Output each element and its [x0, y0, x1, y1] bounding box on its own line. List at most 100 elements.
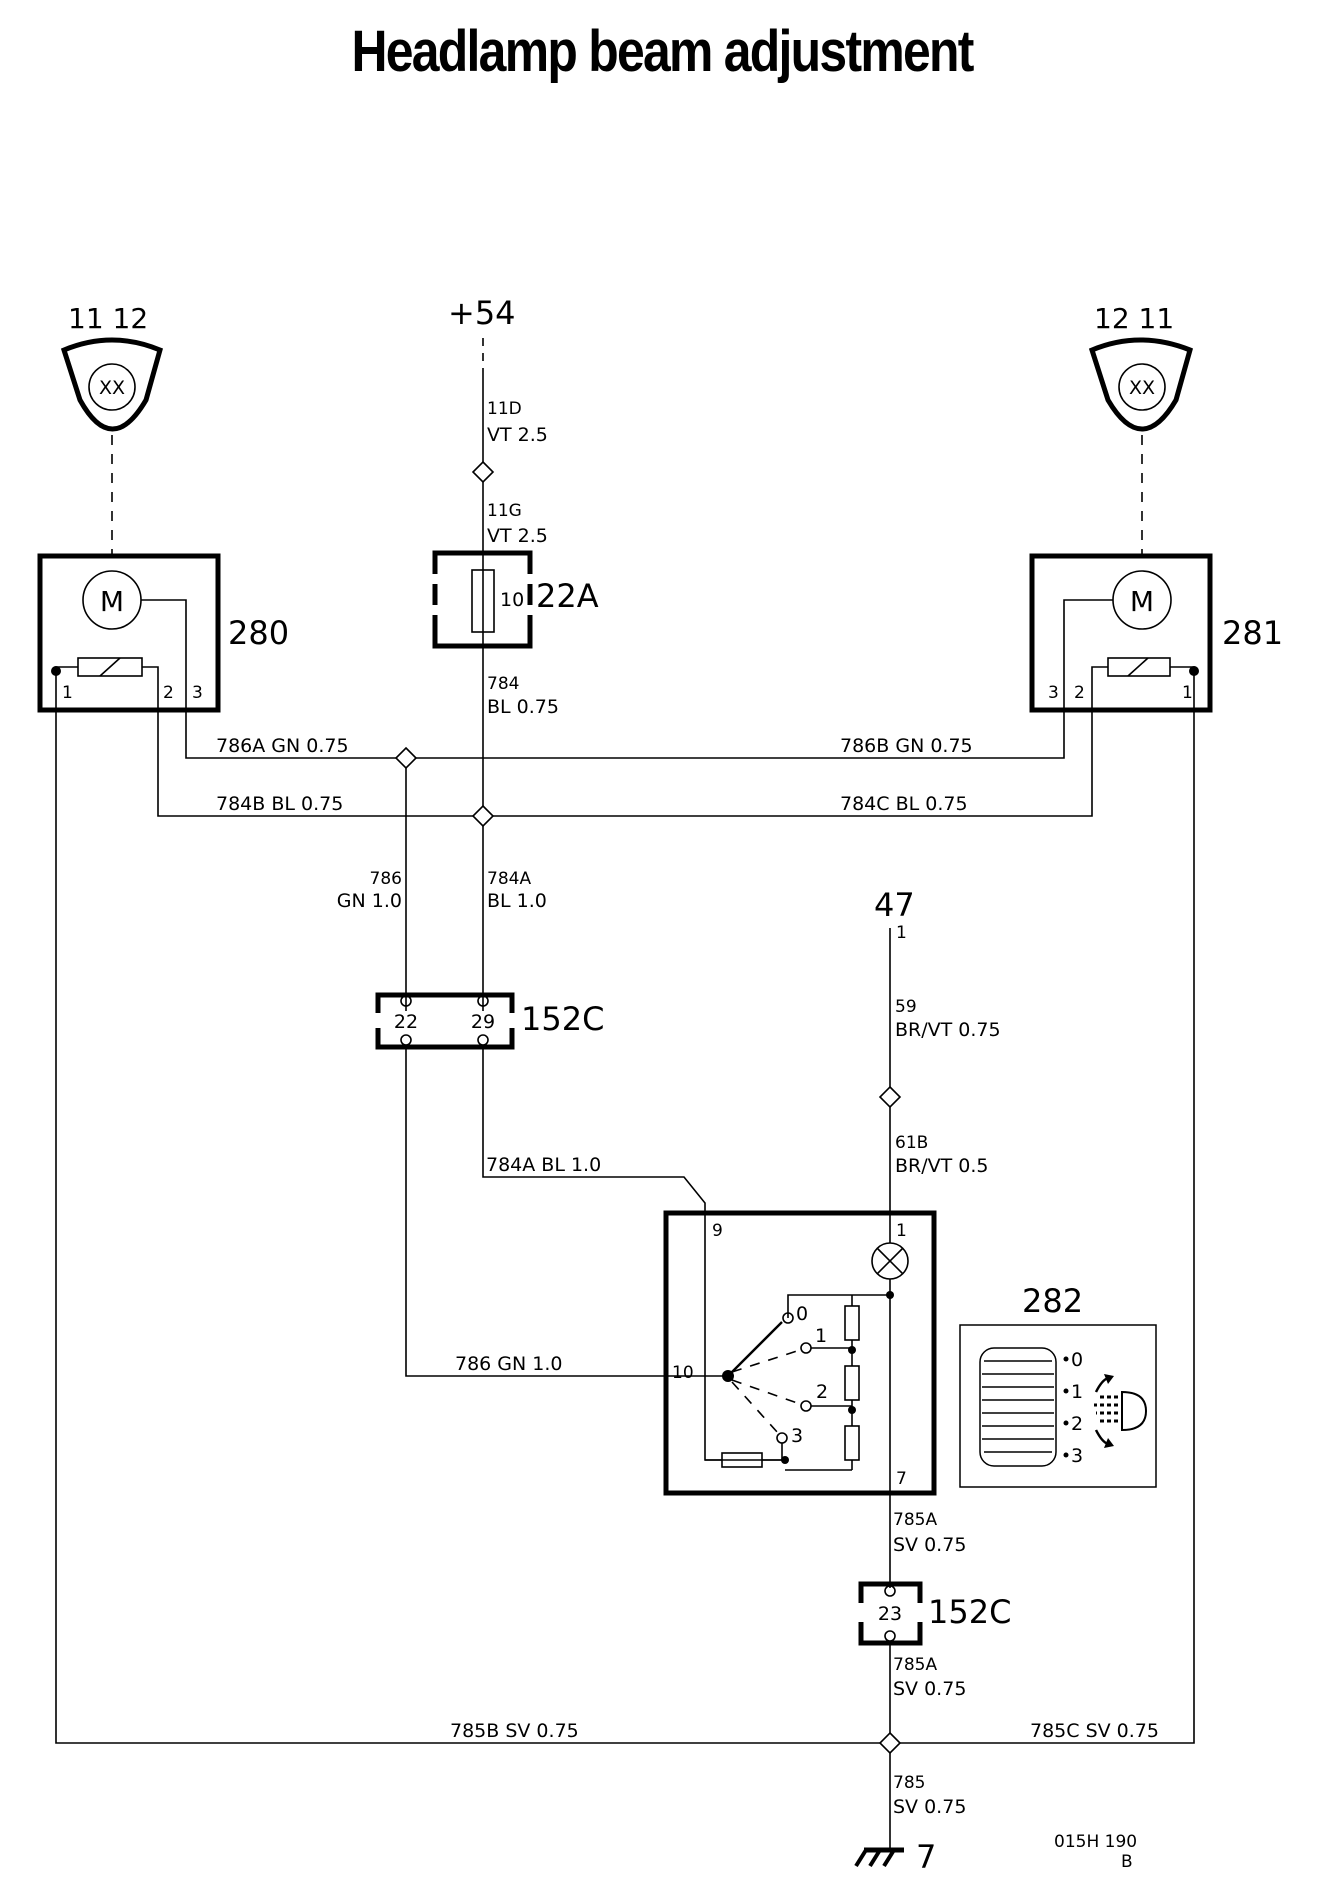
switch-pin1: 1 — [896, 1221, 907, 1241]
ground-label: 7 — [916, 1838, 936, 1876]
wire-784-spec: BL 0.75 — [487, 696, 559, 718]
connector-pin-23: 23 — [878, 1603, 902, 1625]
beam-control-282: 282 0 1 2 3 — [959, 1282, 1157, 1488]
splice-icon — [878, 1731, 902, 1755]
wire-784b — [157, 710, 473, 817]
wire-784c — [493, 710, 1093, 817]
wire-785c — [900, 675, 1195, 1744]
page-title: Headlamp beam adjustment — [351, 19, 974, 84]
wire-11g-spec: VT 2.5 — [487, 525, 548, 547]
headlamp-left-symbol: XX — [99, 377, 125, 399]
wire-784b-label: 784B BL 0.75 — [216, 793, 343, 815]
control-pos0: 0 — [1071, 1349, 1083, 1371]
motor-280-ref: 280 — [228, 614, 289, 652]
bulb-icon — [1118, 363, 1166, 411]
splice-icon — [471, 460, 495, 484]
switch-pin10: 10 — [672, 1363, 694, 1383]
switch-pin7: 7 — [896, 1469, 907, 1489]
wire-11d-spec: VT 2.5 — [487, 424, 548, 446]
splice-icon — [878, 1085, 902, 1109]
wire-784a-id: 784A — [487, 869, 531, 889]
headlight-beam-icon — [1094, 1374, 1148, 1448]
wire-786a-label: 786A GN 0.75 — [216, 735, 349, 757]
splice-icon — [471, 804, 495, 828]
wire-786a — [185, 710, 396, 759]
wire-59-id: 59 — [895, 997, 917, 1017]
bulb-icon — [88, 363, 136, 411]
motor-280: M 1 2 3 280 — [37, 553, 289, 713]
motor-281-pin1: 1 — [1182, 683, 1193, 703]
motor-280-symbol: M — [100, 585, 124, 618]
switch-wiper — [727, 1321, 783, 1377]
fuse-22a: 10 22A — [432, 550, 599, 649]
wire-784a-run — [482, 1047, 785, 1461]
wire-784-id: 784 — [487, 674, 519, 694]
wire-61b-spec: BR/VT 0.5 — [895, 1155, 989, 1177]
wire-786-run-label: 786 GN 1.0 — [455, 1353, 563, 1375]
wire-11d-id: 11D — [487, 399, 522, 419]
connector-pin-22: 22 — [394, 1011, 418, 1033]
ground-icon — [854, 1847, 904, 1868]
fuse-ref: 22A — [536, 577, 599, 615]
switch-pin9: 9 — [712, 1221, 723, 1241]
wire-785a-spec: SV 0.75 — [893, 1534, 966, 1556]
wire-786b-label: 786B GN 0.75 — [840, 735, 973, 757]
wire-785a-lower-spec: SV 0.75 — [893, 1678, 966, 1700]
motor-281-pin2: 2 — [1074, 683, 1085, 703]
motor-280-pin2: 2 — [163, 683, 174, 703]
control-282-ref: 282 — [1022, 1282, 1083, 1320]
headlamp-right-symbol: XX — [1129, 377, 1155, 399]
wire-785b-label: 785B SV 0.75 — [450, 1720, 579, 1742]
wire-785-id: 785 — [893, 1773, 925, 1793]
drawing-revision: B — [1121, 1852, 1133, 1872]
drawing-code: 015H 190 — [1054, 1832, 1137, 1852]
headlamp-right: 12 11 XX — [1088, 302, 1194, 432]
wire-786-id: 786 — [370, 869, 402, 889]
switch-pos1: 1 — [815, 1325, 827, 1347]
headlamp-left: 11 12 XX — [60, 302, 164, 432]
wire-786-spec: GN 1.0 — [337, 890, 402, 912]
motor-280-pin1: 1 — [62, 683, 73, 703]
control-pos1: 1 — [1071, 1381, 1083, 1403]
connector-152c-lower: 23 152C — [858, 1581, 1011, 1646]
wire-785a-lower-id: 785A — [893, 1655, 937, 1675]
splice-icon — [394, 746, 418, 770]
motor-281-ref: 281 — [1222, 614, 1283, 652]
connector-152c-ref: 152C — [928, 1593, 1011, 1631]
wire-785c-label: 785C SV 0.75 — [1030, 1720, 1159, 1742]
control-pos2: 2 — [1071, 1413, 1083, 1435]
fuse-number: 10 — [500, 589, 524, 611]
wire-785b — [55, 675, 880, 1744]
wire-61b-id: 61B — [895, 1133, 928, 1153]
supply-47-label: 47 — [874, 886, 915, 924]
motor-281-symbol: M — [1130, 585, 1154, 618]
headlamp-right-body — [1088, 337, 1194, 432]
switch-pos0: 0 — [796, 1303, 808, 1325]
switch-pos3: 3 — [791, 1425, 803, 1447]
resistor-icon — [844, 1425, 860, 1461]
motor-281: M 3 2 1 281 — [1029, 553, 1283, 713]
wire-785a-id: 785A — [893, 1510, 937, 1530]
resistor-icon — [844, 1365, 860, 1401]
wire-784a-run-label: 784A BL 1.0 — [486, 1154, 601, 1176]
wire-784c-label: 784C BL 0.75 — [840, 793, 968, 815]
headlamp-left-pins: 11 12 — [68, 302, 148, 335]
switch-pos2: 2 — [816, 1381, 828, 1403]
beam-switch-unit: 9 1 10 7 0 1 2 3 — [663, 1210, 937, 1496]
wire-784a-spec: BL 1.0 — [487, 890, 547, 912]
wire-11g-id: 11G — [487, 501, 522, 521]
headlamp-left-body — [60, 337, 164, 432]
thumbwheel-icon — [979, 1347, 1057, 1467]
connector-152c-ref: 152C — [521, 1000, 604, 1038]
resistor-icon — [844, 1305, 860, 1341]
wire-59-spec: BR/VT 0.75 — [895, 1019, 1001, 1041]
control-pos3: 3 — [1071, 1445, 1083, 1467]
motor-280-pin3: 3 — [192, 683, 203, 703]
connector-pin-29: 29 — [471, 1011, 495, 1033]
wire-785-spec: SV 0.75 — [893, 1796, 966, 1818]
headlamp-right-pins: 12 11 — [1094, 302, 1174, 335]
motor-281-pin3: 3 — [1048, 683, 1059, 703]
supply-47-pin: 1 — [896, 923, 907, 943]
connector-152c-upper: 22 29 152C — [375, 992, 604, 1050]
